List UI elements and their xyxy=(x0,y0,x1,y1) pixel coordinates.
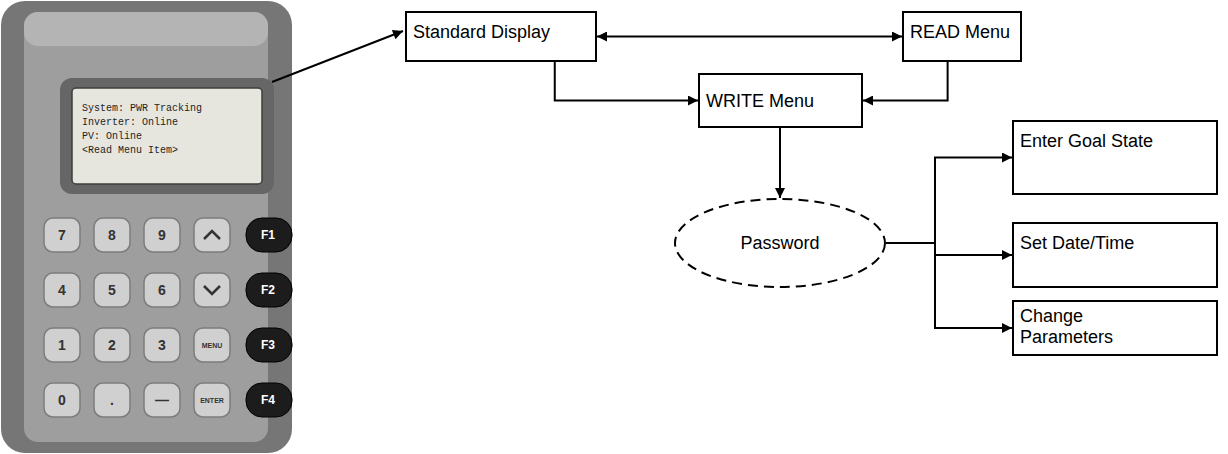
lcd-text: System: PWR Tracking xyxy=(82,104,202,114)
dashed-ellipse xyxy=(675,199,885,287)
connector-arrow xyxy=(555,62,698,101)
menu-box: Standard Display xyxy=(405,11,597,62)
key-button xyxy=(194,383,230,417)
connector-arrow xyxy=(886,243,1012,255)
key-button xyxy=(94,273,130,307)
function-key xyxy=(246,273,292,307)
key-label: F2 xyxy=(261,284,275,296)
key-label: . xyxy=(110,393,114,407)
menu-box: Enter Goal State xyxy=(1012,120,1218,195)
key-label: F1 xyxy=(261,229,275,241)
key-button xyxy=(94,328,130,362)
lcd-text: Inverter: Online xyxy=(82,118,178,128)
connector-arrow xyxy=(886,158,1012,244)
connector-arrow xyxy=(779,128,781,198)
key-label: MENU xyxy=(202,342,223,349)
node-text: Password xyxy=(740,233,819,254)
connector-arrow xyxy=(886,243,1012,328)
key-button xyxy=(144,218,180,252)
key-label: 6 xyxy=(158,283,166,297)
menu-box: WRITE Menu xyxy=(698,73,863,128)
key-button xyxy=(194,273,230,307)
arrow-key-symbol xyxy=(204,286,220,294)
lcd-text: <Read Menu Item> xyxy=(82,146,178,156)
key-button xyxy=(144,273,180,307)
key-button xyxy=(44,328,80,362)
leader-line xyxy=(272,31,403,82)
key-label: ENTER xyxy=(200,397,224,404)
node-text: Standard Display xyxy=(413,22,550,43)
key-label: 2 xyxy=(108,338,116,352)
key-label: 8 xyxy=(108,228,116,242)
node-text: Change Parameters xyxy=(1020,306,1140,347)
key-label: 7 xyxy=(58,228,66,242)
node-text: READ Menu xyxy=(910,22,1010,43)
password-ellipse: Password xyxy=(674,198,886,288)
key-button xyxy=(44,218,80,252)
key-label: 4 xyxy=(58,283,66,297)
node-text: Set Date/Time xyxy=(1020,233,1134,254)
key-label: 3 xyxy=(158,338,166,352)
key-label: 9 xyxy=(158,228,166,242)
key-button xyxy=(94,383,130,417)
key-label: 5 xyxy=(108,283,116,297)
menu-box: READ Menu xyxy=(902,11,1022,62)
key-label: 1 xyxy=(58,338,66,352)
key-button xyxy=(144,383,180,417)
keypad xyxy=(44,218,292,417)
key-button xyxy=(194,218,230,252)
connector-arrow xyxy=(863,62,948,101)
menu-box: Change Parameters xyxy=(1012,300,1218,356)
key-button xyxy=(94,218,130,252)
menu-box: Set Date/Time xyxy=(1012,222,1218,288)
arrow-key-symbol xyxy=(204,231,220,239)
housing-highlight xyxy=(24,12,268,46)
key-button xyxy=(44,273,80,307)
connector-arrow xyxy=(597,36,902,38)
function-key xyxy=(246,383,292,417)
key-button xyxy=(44,383,80,417)
lcd-screen xyxy=(72,88,262,184)
node-text: WRITE Menu xyxy=(706,91,814,112)
key-label: F4 xyxy=(261,394,275,406)
function-key xyxy=(246,328,292,362)
key-button xyxy=(144,328,180,362)
function-key xyxy=(246,218,292,252)
housing xyxy=(1,1,292,453)
lcd-bezel xyxy=(60,78,274,194)
key-label: 0 xyxy=(58,393,66,407)
key-label: — xyxy=(155,393,169,407)
key-label: F3 xyxy=(261,339,275,351)
lcd-text: PV: Online xyxy=(82,132,142,142)
housing-face xyxy=(24,12,268,442)
key-button xyxy=(194,328,230,362)
node-text: Enter Goal State xyxy=(1020,131,1153,152)
